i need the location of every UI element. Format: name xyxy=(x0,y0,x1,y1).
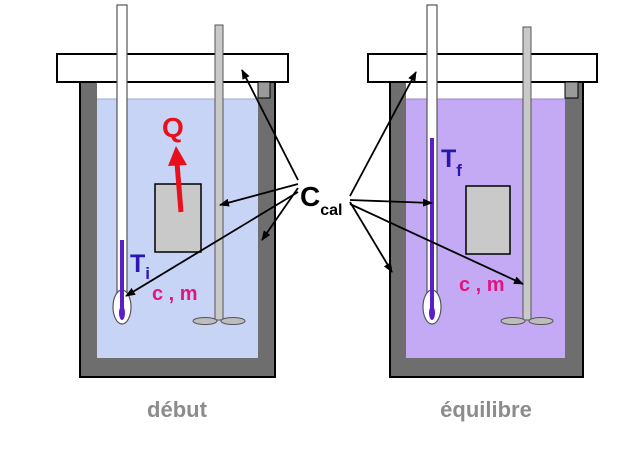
cm-label-start: c , m xyxy=(152,283,198,305)
svg-text:Ti: Ti xyxy=(130,250,150,283)
ccal-arrow-thermo-end xyxy=(349,198,433,207)
lid-end xyxy=(367,53,598,83)
calorimeter-start: Q Ti c , m xyxy=(56,4,289,378)
ccal-arrow-lid-start xyxy=(241,69,299,181)
ccal-arrow-stirrer-start xyxy=(219,183,299,207)
ccal-arrow-lid-end xyxy=(349,71,417,197)
svg-text:Tf: Tf xyxy=(441,145,462,180)
ccal-arrow-wall-end xyxy=(349,201,393,273)
stirrer-end xyxy=(500,26,554,325)
svg-text:Ccal: Ccal xyxy=(300,181,342,219)
caption-start: début xyxy=(147,397,208,422)
tf-subscript: f xyxy=(456,161,462,180)
ccal-subscript: cal xyxy=(320,202,342,219)
cm-label-end: c , m xyxy=(459,274,505,296)
ccal-arrow-thermo-start xyxy=(125,191,299,297)
ti-subscript: i xyxy=(145,264,150,283)
stirrer-start xyxy=(192,24,246,325)
heat-label: Q xyxy=(162,112,184,143)
tf-label: T xyxy=(441,145,456,173)
lid-start xyxy=(56,53,289,83)
ccal-arrow-stirrer-end xyxy=(349,203,524,285)
ti-label: T xyxy=(130,250,145,278)
thermometer-start xyxy=(112,4,132,325)
calorimeter-equilibrium: Tf c , m xyxy=(367,4,598,378)
heat-arrow xyxy=(174,162,184,213)
solid-block-end xyxy=(465,185,511,255)
ccal-group: Ccal xyxy=(125,69,524,297)
ccal-label: C xyxy=(300,181,320,212)
thermometer-end xyxy=(422,4,442,325)
caption-equilibrium: équilibre xyxy=(440,397,532,422)
